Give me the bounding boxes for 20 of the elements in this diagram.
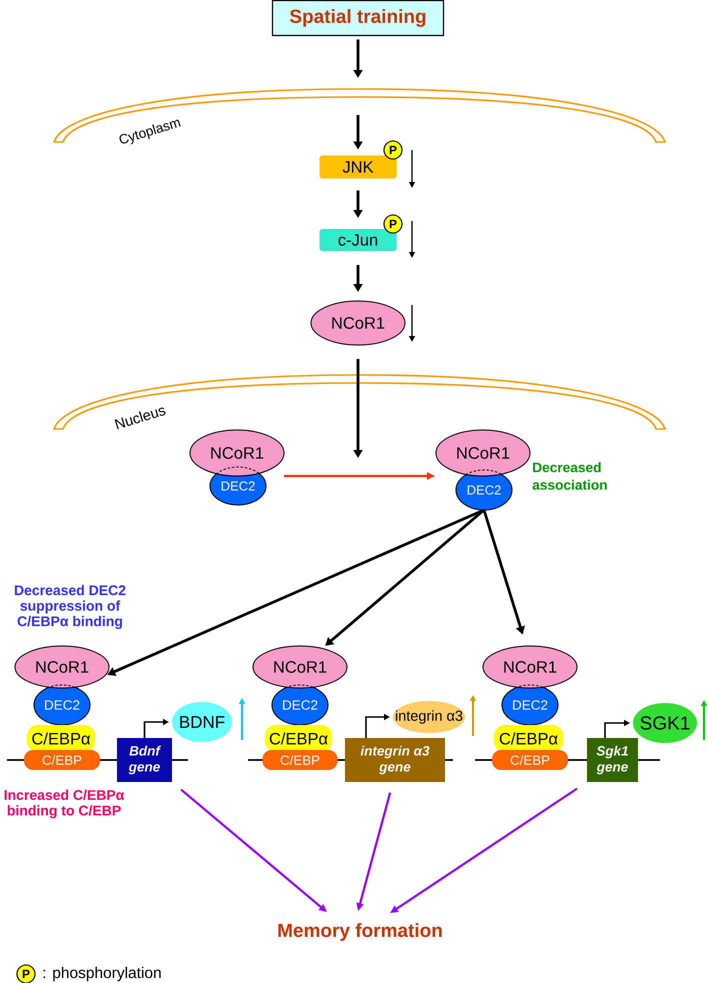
gene-box: Sgk1 gene — [587, 738, 638, 782]
legend-text: : phosphorylation — [44, 966, 161, 982]
protein-box: JNK — [320, 156, 396, 178]
protein-pill: C/EBP — [492, 750, 568, 770]
annotation-text: Decreased DEC2 suppression of C/EBPα binding — [14, 584, 126, 630]
membrane-arc — [53, 88, 666, 143]
outcome-label: Memory formation — [278, 923, 442, 941]
compartment-label: Nucleus — [114, 408, 166, 430]
protein-pill: C/EBPα — [494, 725, 563, 752]
protein-pill: C/EBP — [24, 750, 100, 770]
protein-pill: C/EBPα — [265, 725, 332, 752]
protein-pill: C/EBPα — [27, 725, 95, 752]
gene-box: integrin α3 gene — [345, 738, 445, 782]
stimulus-box: Spatial training — [272, 0, 444, 36]
membrane-arc — [53, 374, 666, 430]
protein-pill: C/EBP — [262, 750, 338, 770]
gene-box: Bdnf gene — [117, 738, 172, 782]
protein-box: c-Jun — [320, 229, 396, 251]
annotation-text: Increased C/EBPα binding to C/EBP — [4, 790, 124, 818]
annotation-text: Decreased association — [532, 462, 607, 490]
